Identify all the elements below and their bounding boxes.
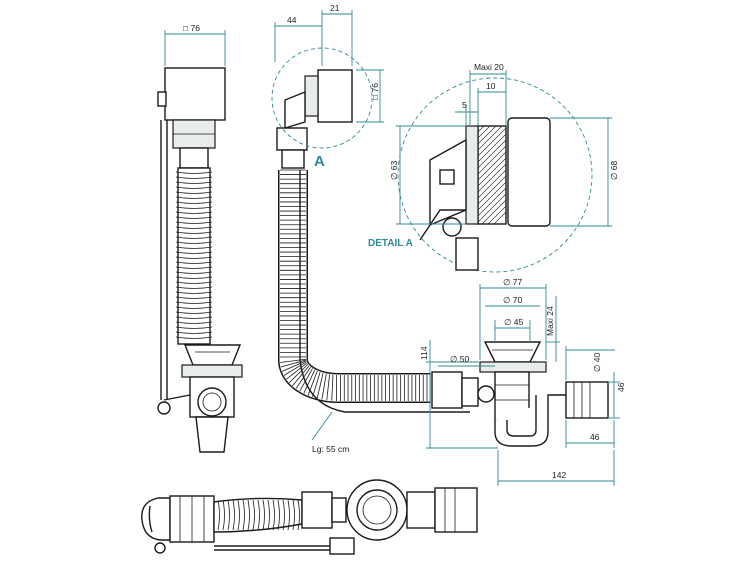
corrugated-hose-side bbox=[278, 169, 431, 403]
overflow-collar-side bbox=[276, 127, 308, 151]
union-nut bbox=[461, 377, 479, 407]
top-view bbox=[141, 479, 478, 555]
detail-title: DETAIL A bbox=[368, 238, 413, 249]
waste-outlet-front bbox=[197, 387, 227, 417]
hose-nut-side bbox=[281, 149, 305, 169]
corrugated-hose-front bbox=[175, 167, 213, 345]
dim-46h-label: 46 bbox=[590, 432, 600, 442]
detail-5: 5 bbox=[462, 100, 467, 110]
detail-pivot bbox=[442, 217, 462, 237]
detail-plate bbox=[465, 125, 479, 225]
waste-flange bbox=[181, 364, 243, 378]
detail-dia63: ∅ 63 bbox=[389, 161, 399, 180]
dim-cap-square: □ 76 bbox=[164, 23, 226, 66]
dim-21-label: 21 bbox=[330, 3, 340, 13]
overflow-plate-side bbox=[304, 75, 319, 117]
cap-side-lug bbox=[157, 91, 167, 107]
detail-dia68: ∅ 68 bbox=[609, 161, 619, 180]
detail-a: Maxi 20 10 5 ∅ 63 ∅ 68 DETAIL A bbox=[368, 62, 619, 273]
detail-cap bbox=[507, 117, 551, 227]
dim-waste: ∅ 77 ∅ 70 ∅ 45 Maxi 24 114 ∅ 50 ∅ 40 46 … bbox=[419, 277, 626, 486]
tee-knob bbox=[477, 385, 495, 403]
dim-side-top: 44 21 □ 76 bbox=[274, 3, 384, 123]
dim-70-label: ∅ 70 bbox=[503, 295, 522, 305]
hose-union bbox=[431, 371, 463, 409]
waste-grate-side bbox=[483, 341, 542, 363]
cap-square-label: □ 76 bbox=[183, 23, 200, 33]
detail-pipe bbox=[455, 237, 479, 271]
front-view bbox=[157, 67, 243, 453]
dim-maxi24-label: Maxi 24 bbox=[545, 306, 555, 336]
topview-handle bbox=[141, 497, 171, 541]
dim-side-square-76: □ 76 bbox=[370, 83, 380, 100]
dim-114-label: 114 bbox=[419, 346, 429, 360]
dim-45-label: ∅ 45 bbox=[504, 317, 523, 327]
side-view bbox=[276, 69, 609, 447]
detail-10: 10 bbox=[486, 81, 496, 91]
overflow-cap-side bbox=[317, 69, 353, 123]
dim-77-label: ∅ 77 bbox=[503, 277, 522, 287]
hose-nut-top bbox=[179, 147, 209, 169]
overflow-elbow bbox=[284, 90, 306, 129]
topview-union-nut bbox=[331, 497, 347, 523]
detail-screw bbox=[439, 169, 455, 185]
detail-gasket bbox=[477, 125, 507, 225]
dim-40-label: ∅ 40 bbox=[592, 353, 602, 372]
detail-marker: A bbox=[314, 153, 325, 170]
trap-front bbox=[195, 416, 229, 453]
detail-circle-small bbox=[271, 47, 373, 149]
cable-rod-side bbox=[299, 170, 470, 413]
detail-maxi20: Maxi 20 bbox=[474, 62, 504, 72]
overflow-cap bbox=[164, 67, 226, 121]
topview-outlet bbox=[434, 487, 478, 533]
hose-length-label: Lg: 55 cm bbox=[312, 444, 349, 454]
dim-50-label: ∅ 50 bbox=[450, 354, 469, 364]
topview-trap bbox=[406, 491, 436, 529]
dim-46v-label: 46 bbox=[616, 382, 626, 392]
corrugated-hose-top bbox=[213, 497, 303, 533]
gasket-hatching bbox=[478, 126, 506, 224]
trap-outlet bbox=[565, 381, 609, 419]
trap-side bbox=[494, 394, 566, 447]
topview-union bbox=[301, 491, 333, 529]
detail-circle-large bbox=[397, 77, 593, 273]
topview-pivot bbox=[154, 542, 166, 554]
topview-rod-end bbox=[329, 537, 355, 555]
waste-flange-side bbox=[479, 361, 547, 373]
rod-pivot bbox=[157, 401, 171, 415]
waste-grate bbox=[183, 344, 242, 366]
dim-142-label: 142 bbox=[552, 470, 566, 480]
dim-44-label: 44 bbox=[287, 15, 297, 25]
hose-length-callout: Lg: 55 cm bbox=[311, 411, 349, 454]
